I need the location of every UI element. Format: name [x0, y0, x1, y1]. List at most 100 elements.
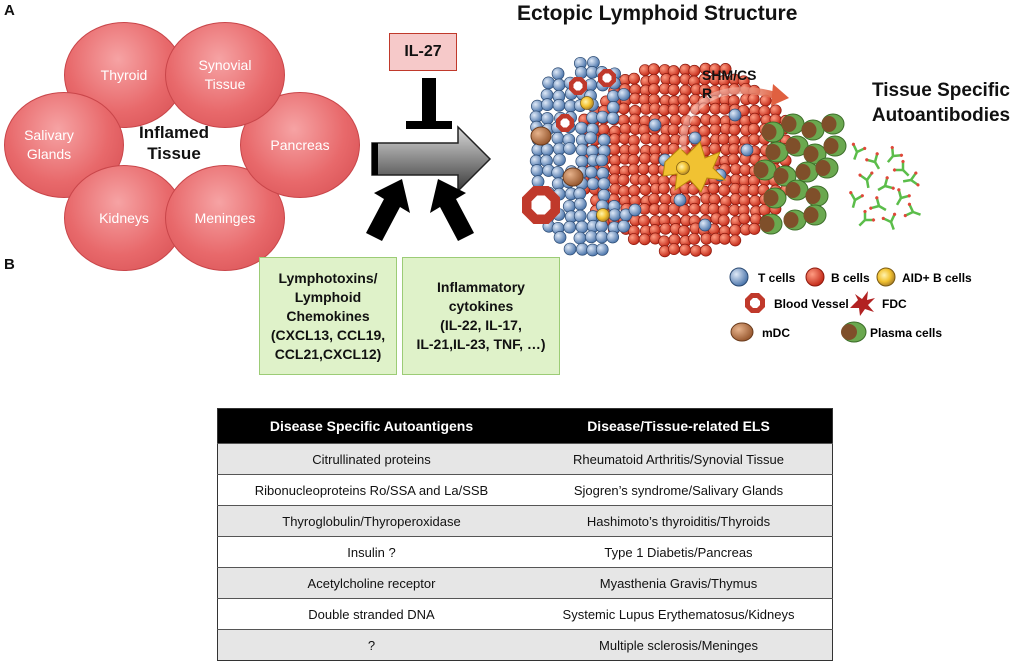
shm-line: R: [702, 85, 713, 101]
tsa-line: Tissue Specific: [872, 80, 1010, 101]
bcell: [608, 133, 621, 146]
tcell: [607, 90, 620, 103]
legend-fdc-icon: [850, 291, 875, 316]
antibody: [858, 209, 876, 227]
legend-plasma-icon: [841, 321, 867, 343]
autoantigen-cell: Ribonucleoproteins Ro/SSA and La/SSB: [217, 474, 525, 506]
cytokines-line: IL-21,IL-23, TNF, …): [416, 336, 546, 352]
bcell: [627, 233, 640, 245]
tcell: [540, 143, 554, 157]
bcell: [637, 174, 650, 186]
bcell: [647, 63, 660, 76]
legend-mdc-label: mDC: [762, 326, 790, 340]
tcell: [617, 219, 631, 233]
tcell: [575, 155, 589, 168]
bcell: [709, 123, 722, 136]
tissue-label: Meninges: [194, 210, 256, 226]
tcell: [584, 165, 598, 179]
tcell: [595, 153, 609, 167]
autoantigen-cell: Acetylcholine receptor: [217, 567, 525, 599]
tcell: [606, 101, 620, 114]
bcell: [638, 233, 651, 246]
legend-aid-label: AID+ B cells: [902, 271, 972, 285]
tcell: [562, 199, 576, 213]
antibody: [851, 142, 867, 160]
bcell: [617, 102, 630, 115]
els-illustration: [522, 56, 921, 258]
plasma-cell: [801, 119, 825, 141]
bcell: [638, 214, 651, 227]
tcell: [597, 133, 611, 147]
plasma-cell: [759, 213, 783, 235]
tcell: [728, 108, 742, 122]
inhibition-bar: [422, 78, 436, 123]
tcell: [595, 219, 608, 233]
plasma-cell: [823, 135, 847, 157]
lymphotoxins-line: CCL21,CXCL12): [274, 345, 382, 362]
bcell: [639, 183, 652, 196]
disease-table: Disease Specific Autoantigens Disease/Ti…: [217, 408, 833, 661]
plasma-cell: [815, 157, 839, 179]
autoantigen-cell: Insulin ?: [217, 536, 525, 568]
tcell: [740, 143, 754, 157]
bcell: [628, 72, 640, 85]
tcell: [597, 177, 611, 191]
tissue-label: Synovial Tissue: [198, 57, 252, 92]
shm-csr-label: SHM/CS R: [702, 66, 756, 102]
tcell: [698, 218, 712, 232]
legend-tcell-icon: [729, 267, 749, 287]
bcell: [688, 64, 701, 77]
antibody: [892, 159, 910, 177]
bcell: [628, 184, 641, 197]
plasma-cell: [805, 185, 829, 207]
els-cell: Type 1 Diabetis/Pancreas: [525, 536, 833, 568]
shm-csr-arrow: [679, 87, 779, 151]
bcell: [627, 163, 640, 176]
bcell: [729, 224, 742, 236]
tissue-label: Kidneys: [99, 210, 149, 226]
cytokines-line: cytokines: [448, 298, 514, 314]
tcell: [648, 118, 662, 132]
tcell: [628, 203, 642, 217]
bcell: [667, 103, 680, 116]
tsa-line: Autoantibodies: [871, 105, 1011, 126]
bcell: [647, 163, 660, 176]
tcell: [542, 76, 555, 90]
bcell: [747, 123, 760, 135]
table-header-els: Disease/Tissue-related ELS: [525, 408, 833, 444]
bcell: [669, 114, 682, 126]
tissue-specific-autoantibodies: Tissue Specific Autoantibodies: [866, 78, 1016, 128]
els-cell: Myasthenia Gravis/Thymus: [525, 567, 833, 599]
els-cell: Hashimoto’s thyroiditis/Thyroids: [525, 505, 833, 537]
legend-mdc-icon: [730, 322, 754, 342]
els-cell: Rheumatoid Arthritis/Synovial Tissue: [525, 443, 833, 475]
tcell: [552, 78, 566, 92]
lymphotoxins-line: Lymphoid: [294, 288, 362, 305]
bcell: [729, 234, 742, 247]
bcell: [699, 244, 712, 257]
blood-vessel: [522, 186, 560, 224]
bcell: [648, 193, 661, 205]
aid-bcell: [580, 96, 594, 110]
lymphotoxins-line: Chemokines: [286, 307, 370, 324]
tcell: [575, 121, 588, 135]
tcell: [530, 164, 544, 177]
plasma-cell: [783, 209, 807, 231]
table-header-row: Disease Specific Autoantigens Disease/Ti…: [217, 408, 833, 444]
legend: T cells B cells AID+ B cells Blood Vesse…: [729, 267, 972, 343]
plasma-cell: [753, 159, 777, 181]
bcell: [667, 83, 680, 96]
plasma-cell: [781, 113, 805, 135]
bcell: [718, 184, 731, 197]
il27-box: IL-27: [389, 33, 457, 71]
table-row: ?Multiple sclerosis/Meninges: [217, 629, 833, 661]
bcell: [728, 123, 741, 136]
els-cell: Systemic Lupus Erythematosus/Kidneys: [525, 598, 833, 630]
bcell: [657, 182, 670, 195]
els-cell: Multiple sclerosis/Meninges: [525, 629, 833, 661]
tissue-label: Thyroid: [100, 67, 148, 83]
tcell: [563, 220, 577, 234]
tcell: [552, 98, 566, 112]
